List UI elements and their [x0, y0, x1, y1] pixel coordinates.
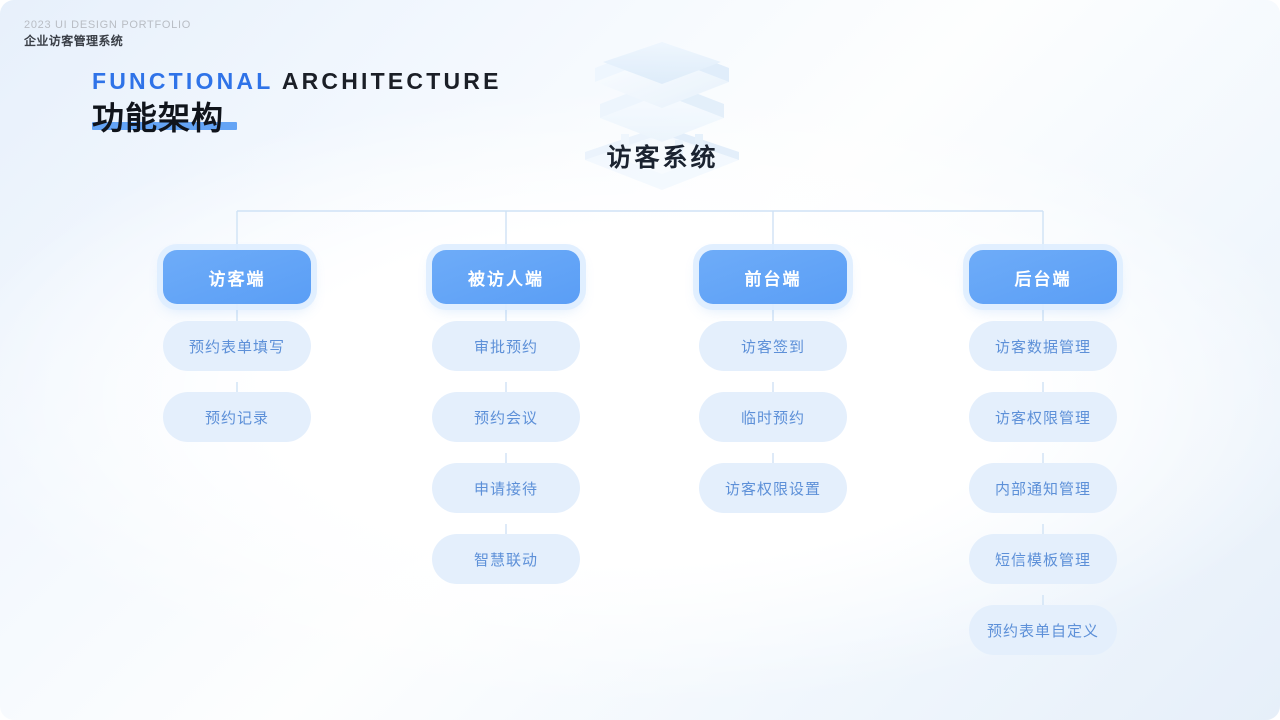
item-label: 预约记录	[204, 409, 269, 427]
column-items-1: 预约表单填写 预约记录	[127, 321, 347, 463]
list-item[interactable]: 预约表单自定义	[969, 605, 1117, 655]
list-item[interactable]: 访客数据管理	[969, 321, 1117, 371]
hero-block: 访客系统	[545, 42, 780, 192]
portfolio-label: 2023 UI DESIGN PORTFOLIO	[24, 19, 191, 31]
tree-column-3: 前台端 访客签到 临时预约 访客权限设置	[663, 250, 883, 534]
tree-column-2: 被访人端 审批预约 预约会议 申请接待 智慧联动	[396, 250, 616, 605]
column-header-label: 后台端	[1014, 269, 1072, 289]
column-items-2: 审批预约 预约会议 申请接待 智慧联动	[396, 321, 616, 605]
item-label: 访客权限设置	[724, 480, 821, 498]
column-header-host[interactable]: 被访人端	[432, 250, 580, 304]
system-name-label: 访客系统	[606, 144, 719, 172]
column-header-reception[interactable]: 前台端	[699, 250, 847, 304]
item-label: 预约表单自定义	[986, 622, 1099, 640]
list-item[interactable]: 审批预约	[432, 321, 580, 371]
item-label: 短信模板管理	[994, 551, 1091, 569]
column-items-3: 访客签到 临时预约 访客权限设置	[663, 321, 883, 534]
column-header-admin[interactable]: 后台端	[969, 250, 1117, 304]
title-chinese-wrap: 功能架构	[92, 100, 237, 136]
list-item[interactable]: 访客权限管理	[969, 392, 1117, 442]
item-label: 审批预约	[473, 338, 538, 356]
column-header-label: 被访人端	[468, 269, 544, 289]
list-item[interactable]: 访客签到	[699, 321, 847, 371]
list-item[interactable]: 临时预约	[699, 392, 847, 442]
item-label: 智慧联动	[473, 551, 538, 569]
column-header-label: 前台端	[744, 269, 802, 289]
tree-column-1: 访客端 预约表单填写 预约记录	[127, 250, 347, 463]
column-header-label: 访客端	[208, 269, 266, 289]
item-label: 预约会议	[473, 409, 538, 427]
title-english-rest: ARCHITECTURE	[281, 68, 502, 94]
item-label: 内部通知管理	[994, 480, 1091, 498]
tree-column-4: 后台端 访客数据管理 访客权限管理 内部通知管理 短信模板管理 预约表单自定义	[933, 250, 1153, 676]
item-label: 临时预约	[740, 409, 805, 427]
page-title: FUNCTIONAL ARCHITECTURE 功能架构	[92, 70, 502, 134]
list-item[interactable]: 预约会议	[432, 392, 580, 442]
item-label: 预约表单填写	[188, 338, 285, 356]
column-header-visitor[interactable]: 访客端	[163, 250, 311, 304]
title-underline-bar	[92, 122, 237, 130]
list-item[interactable]: 访客权限设置	[699, 463, 847, 513]
column-items-4: 访客数据管理 访客权限管理 内部通知管理 短信模板管理 预约表单自定义	[933, 321, 1153, 676]
list-item[interactable]: 智慧联动	[432, 534, 580, 584]
item-label: 访客数据管理	[994, 338, 1091, 356]
item-label: 访客签到	[740, 338, 805, 356]
title-english: FUNCTIONAL ARCHITECTURE	[92, 70, 502, 93]
corner-tag: 2023 UI DESIGN PORTFOLIO 企业访客管理系统	[24, 18, 191, 49]
list-item[interactable]: 申请接待	[432, 463, 580, 513]
title-chinese: 功能架构	[92, 100, 225, 136]
item-label: 访客权限管理	[994, 409, 1091, 427]
list-item[interactable]: 内部通知管理	[969, 463, 1117, 513]
list-item[interactable]: 预约表单填写	[163, 321, 311, 371]
product-name: 企业访客管理系统	[24, 33, 124, 48]
list-item[interactable]: 预约记录	[163, 392, 311, 442]
item-label: 申请接待	[473, 480, 538, 498]
list-item[interactable]: 短信模板管理	[969, 534, 1117, 584]
title-english-highlight: FUNCTIONAL	[92, 68, 274, 94]
building-3d-icon	[585, 42, 739, 190]
